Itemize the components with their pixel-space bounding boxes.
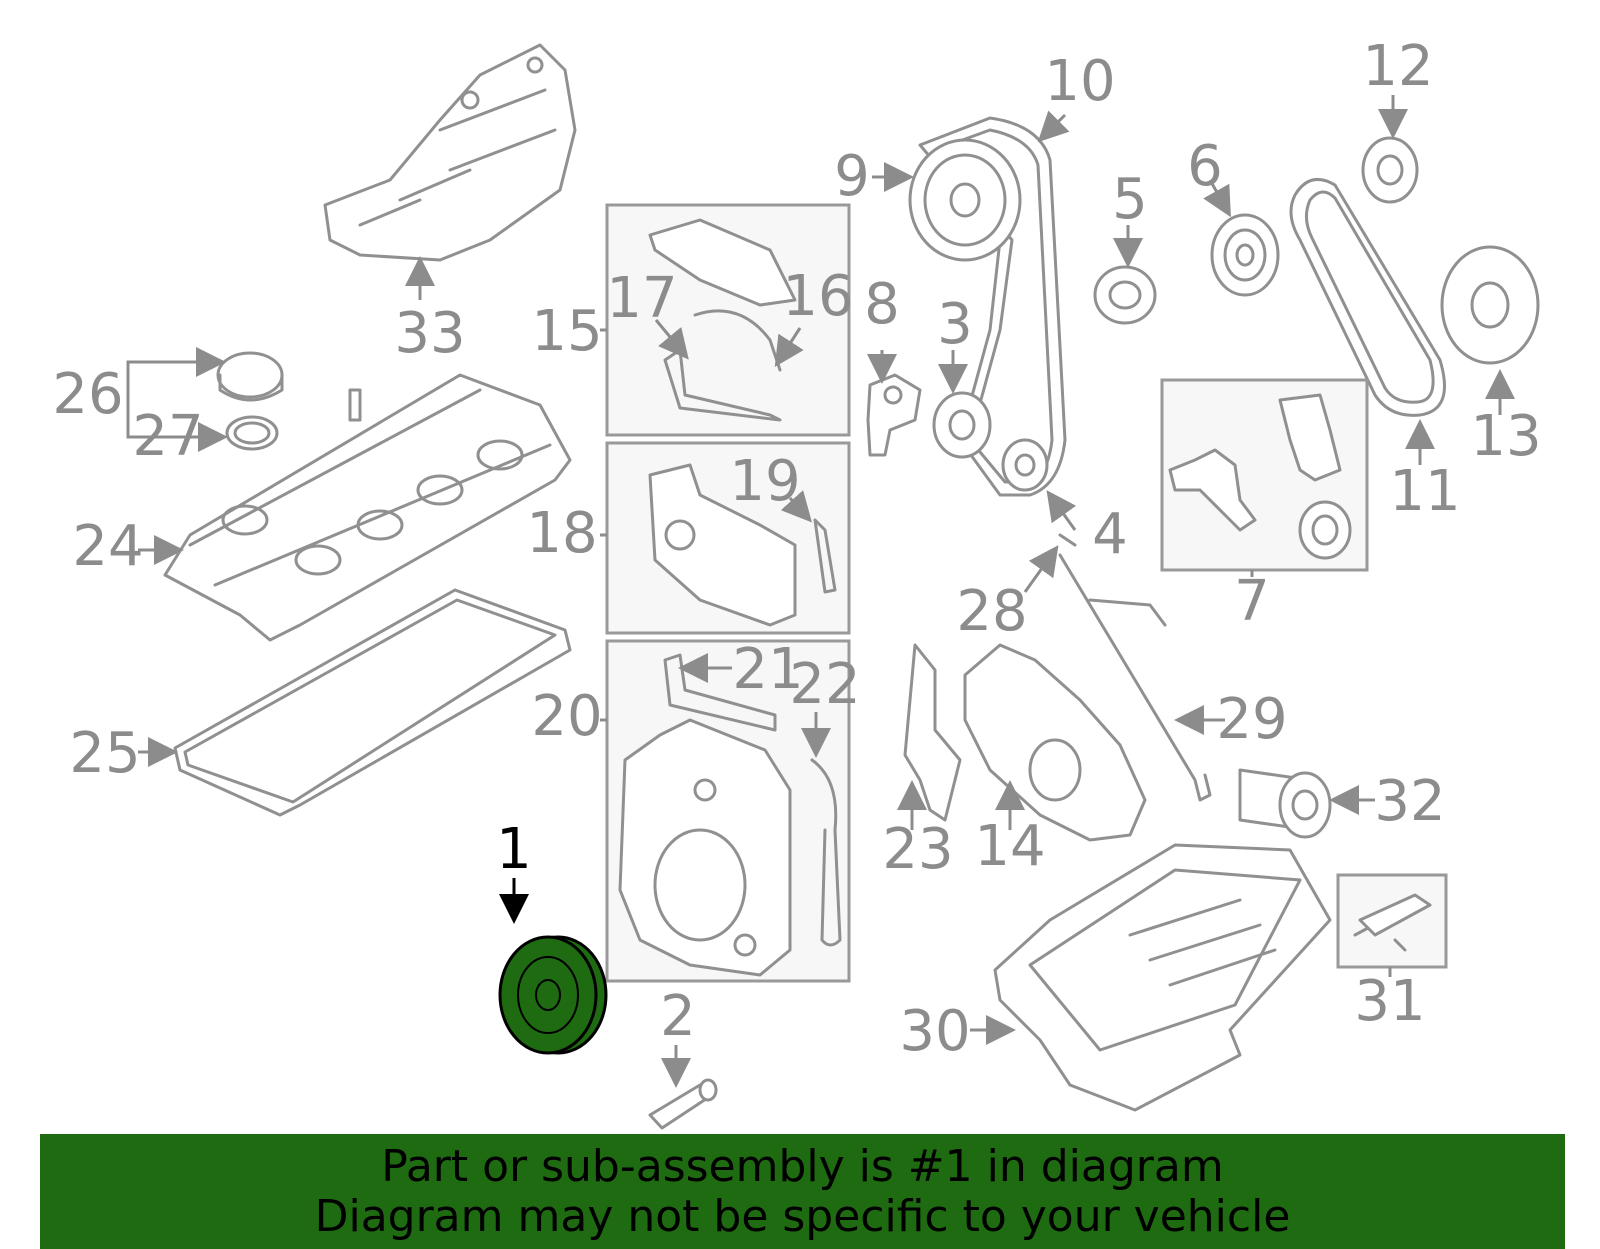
sealant-tube[interactable]	[1353, 893, 1432, 952]
callout-21[interactable]: 21	[732, 637, 803, 702]
callout-2[interactable]: 2	[660, 984, 696, 1049]
callout-7[interactable]: 7	[1234, 569, 1270, 634]
callout-30[interactable]: 30	[899, 999, 970, 1064]
balance-shaft-belt[interactable]	[1289, 177, 1446, 417]
callout-1[interactable]: 1	[496, 817, 532, 882]
lower-cover-seal[interactable]	[810, 758, 842, 947]
oil-pan[interactable]	[993, 843, 1332, 1112]
valve-cover-gasket[interactable]	[173, 588, 572, 817]
leader-lines	[126, 95, 1515, 1088]
callout-27[interactable]: 27	[132, 404, 203, 469]
callout-4[interactable]: 4	[1092, 502, 1128, 567]
tensioner-roller[interactable]	[1298, 500, 1352, 560]
callout-22[interactable]: 22	[789, 652, 860, 717]
callout-31[interactable]: 31	[1354, 969, 1425, 1034]
oil-cap-gasket[interactable]	[225, 415, 279, 451]
lower-timing-cover[interactable]	[618, 718, 792, 977]
callout-26[interactable]: 26	[52, 362, 123, 427]
callout-17[interactable]: 17	[606, 266, 677, 331]
intake-manifold[interactable]	[323, 43, 577, 262]
banner-line-1: Part or sub-assembly is #1 in diagram	[381, 1140, 1224, 1192]
callout-19[interactable]: 19	[729, 449, 800, 514]
callout-33[interactable]: 33	[394, 301, 465, 366]
balance-shaft-sprocket-lower[interactable]	[1440, 245, 1540, 365]
callout-23[interactable]: 23	[882, 817, 953, 882]
callout-25[interactable]: 25	[69, 721, 140, 786]
callout-labels: 1 2 3 4 5 6 7 8 9 10 11 12 13 14 15 16 1…	[52, 34, 1541, 1064]
camshaft-sprocket[interactable]	[908, 138, 1022, 262]
callout-9[interactable]: 9	[834, 144, 870, 209]
oil-filler-cap[interactable]	[216, 351, 284, 402]
info-banner: Part or sub-assembly is #1 in diagram Di…	[40, 1134, 1565, 1249]
crankshaft-sprocket[interactable]	[932, 391, 992, 459]
callout-29[interactable]: 29	[1216, 687, 1287, 752]
callout-28[interactable]: 28	[956, 579, 1027, 644]
idler-pulley[interactable]	[1093, 265, 1157, 325]
oil-pump-gasket[interactable]	[903, 643, 962, 822]
middle-cover-seal[interactable]	[813, 518, 837, 594]
callout-14[interactable]: 14	[974, 814, 1045, 879]
upper-timing-cover[interactable]	[648, 218, 797, 307]
callout-13[interactable]: 13	[1470, 404, 1541, 469]
callout-15[interactable]: 15	[531, 299, 602, 364]
callout-32[interactable]: 32	[1374, 769, 1445, 834]
callout-11[interactable]: 11	[1389, 459, 1460, 524]
oil-filter[interactable]	[1238, 768, 1332, 839]
timing-belt-idler[interactable]	[1001, 438, 1049, 492]
callout-20[interactable]: 20	[531, 684, 602, 749]
callout-10[interactable]: 10	[1044, 49, 1115, 114]
callout-5[interactable]: 5	[1112, 167, 1148, 232]
upper-cover-seal[interactable]	[693, 309, 782, 372]
tensioner-arm[interactable]	[1168, 448, 1257, 532]
tensioner-bracket[interactable]	[1278, 393, 1342, 482]
callout-16[interactable]: 16	[782, 264, 853, 329]
callout-6[interactable]: 6	[1187, 134, 1223, 199]
balance-shaft-sprocket-upper[interactable]	[1361, 136, 1419, 204]
callout-24[interactable]: 24	[72, 514, 143, 579]
callout-12[interactable]: 12	[1362, 34, 1433, 99]
oil-pump[interactable]	[963, 643, 1147, 842]
crankshaft-bolt[interactable]	[648, 1078, 718, 1130]
callout-3[interactable]: 3	[937, 292, 973, 357]
tensioner-pulley[interactable]	[1210, 213, 1280, 297]
valve-cover[interactable]	[163, 373, 572, 642]
banner-line-2: Diagram may not be specific to your vehi…	[314, 1190, 1291, 1242]
callout-8[interactable]: 8	[864, 272, 900, 337]
oil-dipstick[interactable]	[1058, 533, 1212, 802]
crankshaft-pulley[interactable]	[498, 935, 608, 1055]
callout-18[interactable]: 18	[526, 501, 597, 566]
belt-tensioner[interactable]	[866, 373, 922, 457]
middle-timing-cover[interactable]	[648, 463, 797, 627]
